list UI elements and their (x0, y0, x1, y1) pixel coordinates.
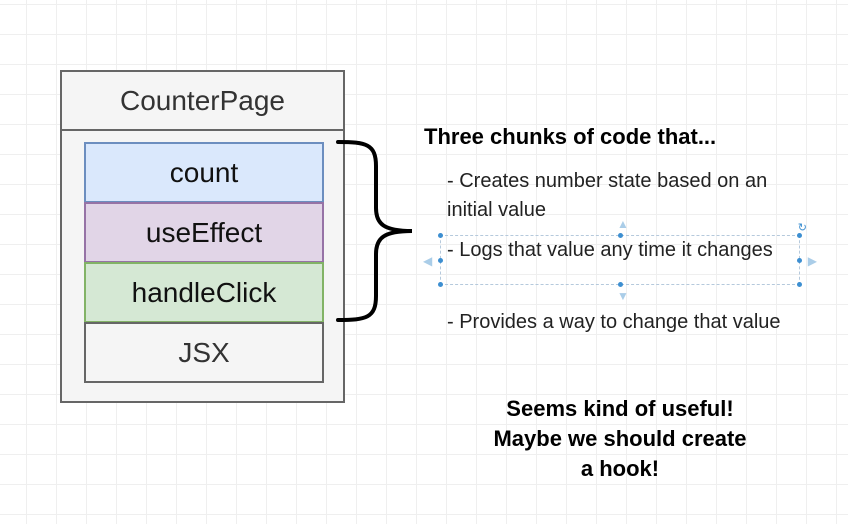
resize-handle-tl[interactable] (438, 233, 443, 238)
note-point-3: - Provides a way to change that value (447, 311, 781, 333)
block-count[interactable]: count (84, 142, 324, 203)
resize-handle-t[interactable] (618, 233, 623, 238)
counter-page-component[interactable]: CounterPage count useEffect handleClick … (60, 70, 345, 403)
arrow-right-icon[interactable]: ▶ (807, 254, 817, 268)
rotate-icon[interactable]: ↻ (797, 222, 807, 234)
arrow-down-icon[interactable]: ▼ (617, 289, 629, 303)
conclusion-line-2: Maybe we should create (493, 426, 747, 451)
resize-handle-l[interactable] (438, 258, 443, 263)
note-point-1: - Creates number state based on an initi… (447, 170, 768, 221)
block-handle-click[interactable]: handleClick (84, 262, 324, 323)
component-title: CounterPage (62, 72, 343, 131)
resize-handle-r[interactable] (797, 258, 802, 263)
resize-handle-b[interactable] (618, 282, 623, 287)
curly-brace-icon (336, 140, 413, 322)
resize-handle-tr[interactable] (797, 233, 802, 238)
conclusion-line-1: Seems kind of useful! (506, 396, 734, 421)
note-point-2: - Logs that value any time it changes (447, 239, 773, 261)
arrow-left-icon[interactable]: ◀ (423, 254, 433, 268)
text-selection-box[interactable]: ▲ ▼ ◀ ▶ ↻ (423, 218, 817, 302)
block-jsx[interactable]: JSX (84, 322, 324, 383)
arrow-up-icon[interactable]: ▲ (617, 217, 629, 231)
block-use-effect[interactable]: useEffect (84, 202, 324, 263)
conclusion-line-3: a hook! (580, 456, 660, 481)
conclusion-text: Seems kind of useful! Maybe we should cr… (430, 394, 810, 484)
resize-handle-bl[interactable] (438, 282, 443, 287)
resize-handle-br[interactable] (797, 282, 802, 287)
notes-heading: Three chunks of code that... (424, 124, 717, 149)
